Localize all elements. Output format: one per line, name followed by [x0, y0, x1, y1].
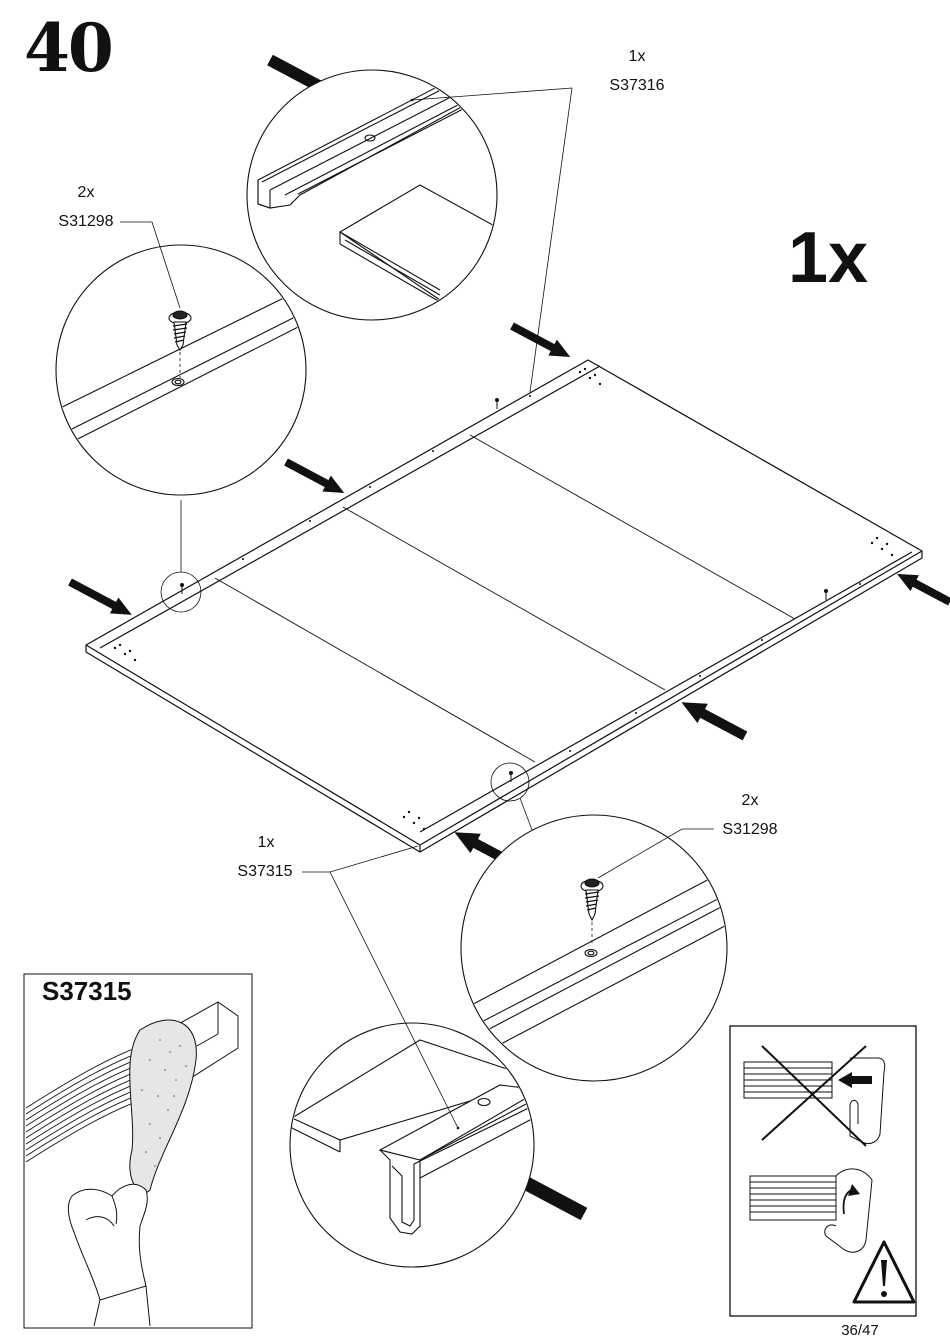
arrow-panel-mid — [282, 454, 349, 501]
arrow-panel-left — [66, 574, 136, 623]
step-quantity: 1x — [788, 216, 868, 300]
zoom-screw-right — [461, 815, 740, 1081]
callout-screw-left-qty: 2x — [50, 184, 122, 202]
callout-screw-right-part: S31298 — [710, 821, 790, 839]
arrow-panel-right — [893, 566, 950, 610]
arrow-panel-top — [508, 318, 575, 365]
callout-top-rail-part: S37316 — [598, 77, 676, 95]
callout-top-rail-qty: 1x — [600, 48, 674, 66]
callout-bottom-rail-qty: 1x — [228, 834, 304, 852]
arrow-panel-front-right — [676, 692, 750, 745]
page-number: 36/47 — [820, 1322, 900, 1339]
inset-peel-tape — [24, 974, 252, 1328]
callout-screw-right-qty: 2x — [712, 792, 788, 810]
callout-screw-left-part: S31298 — [48, 213, 124, 231]
callout-bottom-rail-part: S37315 — [226, 863, 304, 881]
step-number: 40 — [24, 8, 112, 88]
inset-title: S37315 — [42, 976, 132, 1006]
inset-warning — [730, 1026, 916, 1316]
